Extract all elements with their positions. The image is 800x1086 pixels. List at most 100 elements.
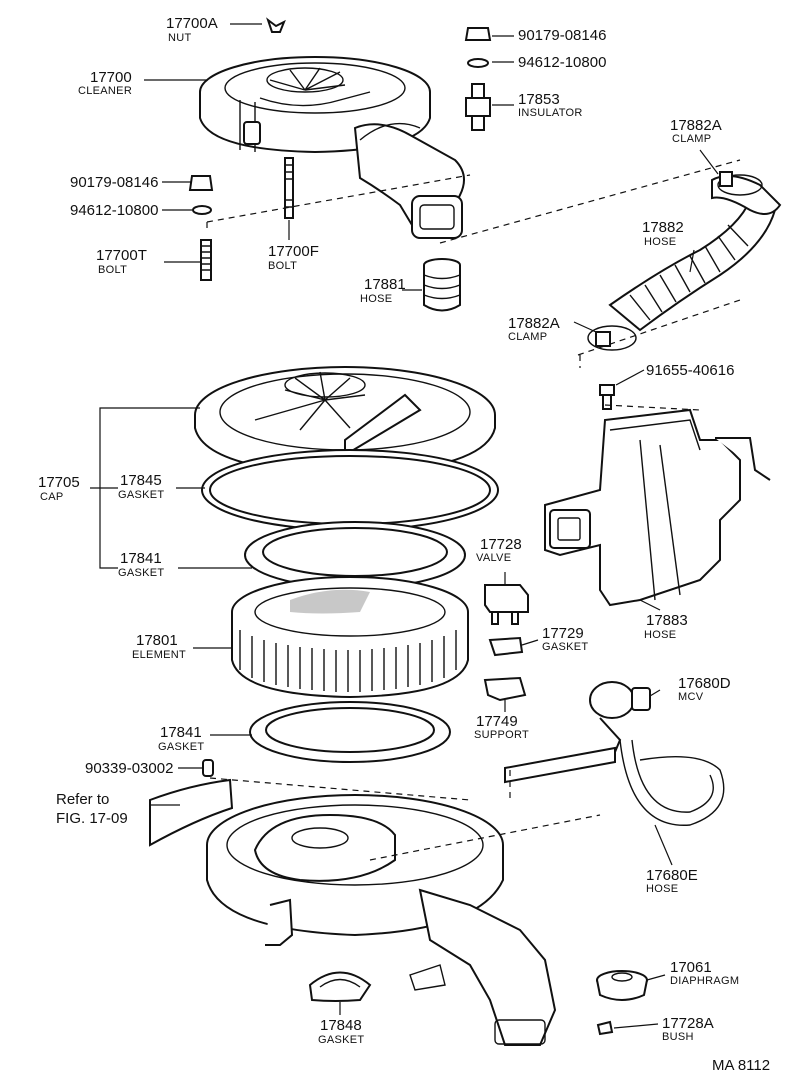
svg-text:HOSE: HOSE: [644, 236, 676, 248]
svg-text:17841: 17841: [120, 550, 162, 567]
label-element-17801: 17801 ELEMENT: [132, 632, 186, 661]
svg-text:BOLT: BOLT: [268, 260, 297, 272]
plug-90339-illustration: [202, 759, 214, 777]
svg-text:SUPPORT: SUPPORT: [474, 729, 529, 741]
svg-text:BOLT: BOLT: [98, 264, 127, 276]
svg-text:90179-08146: 90179-08146: [518, 27, 606, 44]
label-gasket-17848: 17848 GASKET: [318, 1017, 364, 1046]
svg-text:17728: 17728: [480, 536, 522, 553]
svg-text:17680E: 17680E: [646, 867, 698, 884]
label-bolt-17700f: 17700F BOLT: [268, 243, 319, 272]
svg-text:VALVE: VALVE: [476, 552, 511, 564]
svg-text:17883: 17883: [646, 612, 688, 629]
gasket-17841-lower-illustration: [249, 701, 451, 763]
svg-text:17882: 17882: [642, 219, 684, 236]
svg-text:HOSE: HOSE: [644, 629, 676, 641]
diaphragm-17061-illustration: [596, 970, 648, 1001]
label-bush-17728a: 17728A BUSH: [662, 1015, 714, 1043]
label-bolt-17700t: 17700T BOLT: [96, 247, 147, 276]
svg-text:GASKET: GASKET: [542, 641, 588, 653]
svg-text:HOSE: HOSE: [646, 883, 678, 895]
gasket-17845-illustration: [201, 449, 499, 531]
label-cap-17705: 17705 CAP: [38, 474, 80, 503]
svg-text:17700F: 17700F: [268, 243, 319, 260]
clamp-17882a-mid-illustration: [587, 325, 637, 351]
bolt-17700t-illustration: [200, 239, 212, 281]
svg-text:GASKET: GASKET: [318, 1034, 364, 1046]
nut-washer-left-illustration: [188, 175, 214, 215]
label-washer-94612-left: 94612-10800: [70, 202, 158, 219]
figure-code: MA 8112: [712, 1057, 770, 1074]
bolt-17700f-illustration: [284, 157, 294, 219]
label-valve-17728: 17728 VALVE: [476, 536, 522, 564]
svg-text:17845: 17845: [120, 472, 162, 489]
svg-text:GASKET: GASKET: [118, 567, 164, 579]
svg-text:17700T: 17700T: [96, 247, 147, 264]
svg-text:17728A: 17728A: [662, 1015, 714, 1032]
label-hose-17680e: 17680E HOSE: [646, 867, 698, 895]
support-17749-illustration: [483, 676, 527, 702]
svg-text:BUSH: BUSH: [662, 1031, 694, 1043]
label-reference-note: Refer to FIG. 17-09: [56, 791, 128, 827]
svg-text:INSULATOR: INSULATOR: [518, 107, 583, 119]
label-support-17749: 17749 SUPPORT: [474, 713, 529, 741]
svg-text:FIG. 17-09: FIG. 17-09: [56, 810, 128, 827]
svg-text:CLAMP: CLAMP: [508, 331, 547, 343]
gasket-17729-illustration: [488, 636, 524, 657]
element-17801-illustration: [231, 576, 469, 699]
svg-text:94612-10800: 94612-10800: [518, 54, 606, 71]
label-nut-90179-top: 90179-08146: [518, 27, 606, 44]
label-gasket-17841-upper: 17841 GASKET: [118, 550, 164, 579]
svg-text:17841: 17841: [160, 724, 202, 741]
svg-text:17705: 17705: [38, 474, 80, 491]
bolt-91655-illustration: [599, 384, 615, 410]
hose-17882-illustration: [608, 175, 782, 332]
svg-text:17700: 17700: [90, 69, 132, 86]
svg-text:90179-08146: 90179-08146: [70, 174, 158, 191]
valve-17728-illustration: [484, 584, 529, 625]
svg-text:17729: 17729: [542, 625, 584, 642]
label-nut-90179-left: 90179-08146: [70, 174, 158, 191]
svg-text:CLAMP: CLAMP: [672, 133, 711, 145]
label-cleaner-17700: 17700 CLEANER: [78, 69, 132, 97]
label-plug-90339: 90339-03002: [85, 760, 173, 777]
label-nut-17700a: 17700A NUT: [166, 15, 218, 44]
gasket-17848-illustration: [308, 971, 372, 1002]
cleaner-lower-case-illustration: [206, 794, 557, 1046]
hose-17883-illustration: [544, 408, 771, 607]
bush-17728a-illustration: [596, 1020, 614, 1036]
label-clamp-17882a-top: 17882A CLAMP: [670, 117, 722, 145]
svg-text:17749: 17749: [476, 713, 518, 730]
svg-text:17882A: 17882A: [508, 315, 560, 332]
insulator-17853-illustration: [465, 83, 491, 131]
hose-17680e-illustration: [504, 739, 725, 826]
label-hose-17882: 17882 HOSE: [642, 219, 684, 248]
svg-text:NUT: NUT: [168, 32, 192, 44]
label-mcv-17680d: 17680D MCV: [678, 675, 731, 703]
mcv-17680d-illustration: [589, 681, 651, 753]
label-diaphragm-17061: 17061 DIAPHRAGM: [670, 959, 739, 987]
label-bolt-91655: 91655-40616: [646, 362, 734, 379]
label-gasket-17841-lower: 17841 GASKET: [158, 724, 204, 753]
reference-strip-illustration: [149, 778, 234, 847]
label-gasket-17729: 17729 GASKET: [542, 625, 588, 653]
svg-text:17680D: 17680D: [678, 675, 731, 692]
svg-text:91655-40616: 91655-40616: [646, 362, 734, 379]
svg-text:GASKET: GASKET: [158, 741, 204, 753]
clamp-17882a-top-illustration: [717, 171, 763, 196]
svg-text:ELEMENT: ELEMENT: [132, 649, 186, 661]
svg-text:HOSE: HOSE: [360, 293, 392, 305]
label-clamp-17882a-mid: 17882A CLAMP: [508, 315, 560, 343]
cleaner-upper-illustration: [199, 56, 465, 239]
svg-text:90339-03002: 90339-03002: [85, 760, 173, 777]
label-washer-94612-top: 94612-10800: [518, 54, 606, 71]
svg-text:MCV: MCV: [678, 691, 704, 703]
svg-text:17801: 17801: [136, 632, 178, 649]
svg-text:GASKET: GASKET: [118, 489, 164, 501]
svg-text:94612-10800: 94612-10800: [70, 202, 158, 219]
svg-text:17848: 17848: [320, 1017, 362, 1034]
svg-text:DIAPHRAGM: DIAPHRAGM: [670, 975, 739, 987]
svg-text:CAP: CAP: [40, 491, 64, 503]
svg-text:MA 8112: MA 8112: [712, 1057, 770, 1074]
